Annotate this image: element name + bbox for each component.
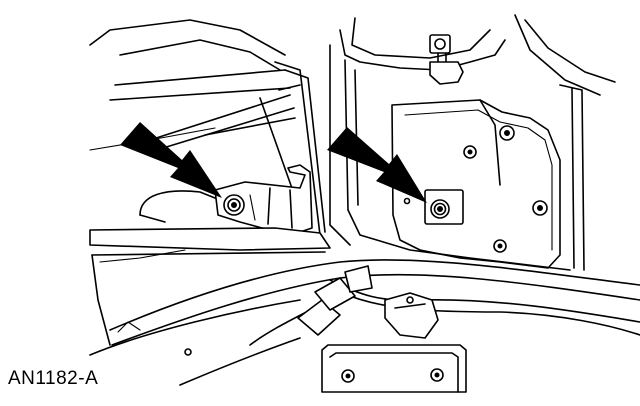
figure-id-label: AN1182-A (8, 368, 99, 389)
left-fastener-arrow (120, 122, 222, 198)
module-fasteners (403, 125, 548, 253)
lower-access-panel (321, 344, 467, 393)
upper-latch-clip (429, 34, 464, 85)
door-frame-outline (89, 19, 291, 151)
left-bracket-bolt (223, 194, 245, 216)
inner-panel-curve (139, 190, 216, 223)
frame-bolt-lower-left (184, 348, 192, 356)
door-module-panel (391, 99, 561, 269)
left-bracket (214, 164, 313, 233)
door-inner-structure (329, 14, 616, 271)
harness-connectors (297, 265, 439, 339)
module-hole (403, 197, 411, 205)
lower-bolt-left (341, 369, 355, 383)
module-bolt-top (499, 125, 515, 141)
module-bolt-right (532, 200, 548, 216)
lower-bolt-right (430, 368, 444, 382)
right-module-bolt (430, 199, 450, 219)
lower-trim-beam (89, 227, 331, 346)
module-bolt-left (463, 145, 477, 159)
regulator-rail (149, 61, 326, 236)
module-bolt-bottom (493, 239, 507, 253)
right-fastener-arrow (327, 127, 427, 203)
